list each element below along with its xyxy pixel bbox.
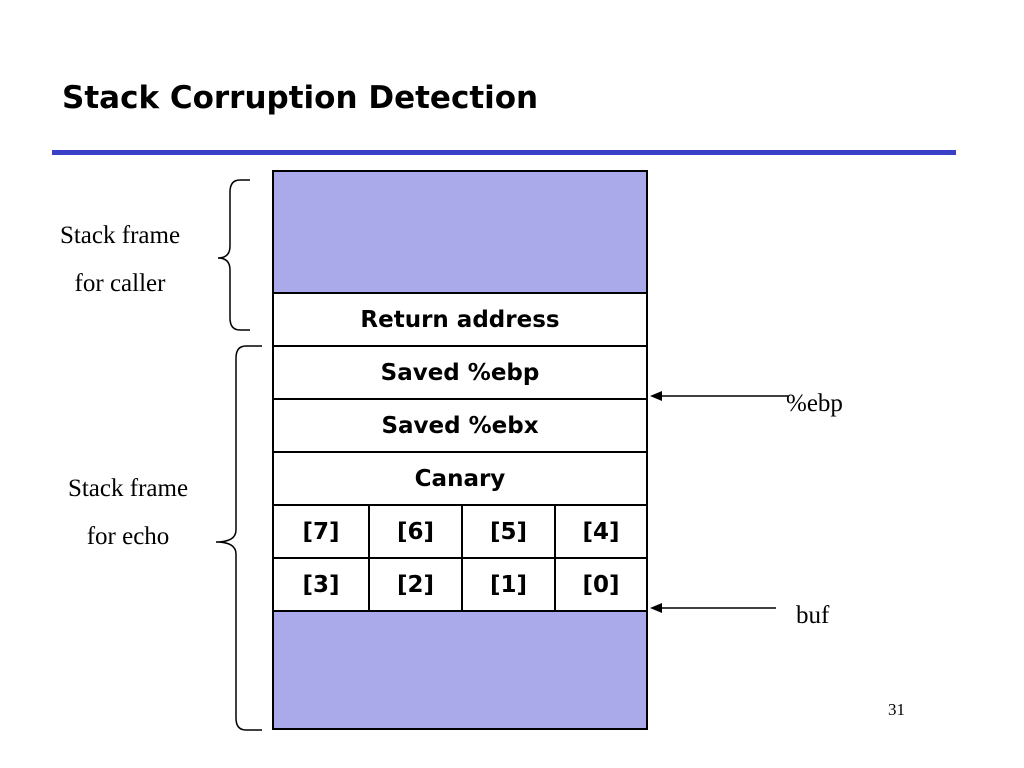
buf-arrowhead bbox=[650, 603, 662, 613]
buf-byte-1: [1] bbox=[461, 557, 554, 610]
buf-byte-4: [4] bbox=[554, 504, 646, 557]
buf-byte-3: [3] bbox=[274, 557, 368, 610]
echo-frame-brace bbox=[215, 345, 262, 731]
buf-byte-0: [0] bbox=[554, 557, 646, 610]
title-underline bbox=[52, 150, 956, 155]
caller-frame-region bbox=[274, 172, 646, 292]
ebp-arrowhead bbox=[650, 391, 662, 401]
return-address-slot: Return address bbox=[274, 292, 646, 345]
saved-ebx-slot: Saved %ebx bbox=[274, 398, 646, 451]
lower-stack-region bbox=[274, 610, 646, 728]
slide-title: Stack Corruption Detection bbox=[62, 80, 539, 116]
buf-byte-6: [6] bbox=[368, 504, 461, 557]
echo-frame-label-line1: Stack frame bbox=[67, 475, 189, 502]
buf-byte-5: [5] bbox=[461, 504, 554, 557]
saved-ebp-slot: Saved %ebp bbox=[274, 345, 646, 398]
buf-byte-2: [2] bbox=[368, 557, 461, 610]
ebp-pointer-label: %ebp bbox=[786, 390, 843, 417]
page-number: 31 bbox=[888, 700, 905, 719]
caller-frame-label-line2: for caller bbox=[74, 270, 166, 297]
buf-byte-7: [7] bbox=[274, 504, 368, 557]
caller-frame-label-line1: Stack frame bbox=[59, 222, 181, 249]
caller-frame-brace bbox=[217, 179, 250, 331]
canary-slot: Canary bbox=[274, 451, 646, 504]
buf-pointer-label: buf bbox=[796, 602, 830, 629]
stack-diagram: Return address Saved %ebp Saved %ebx Can… bbox=[272, 170, 648, 730]
echo-frame-label-line2: for echo bbox=[86, 523, 170, 550]
echo-frame-label: Stack frame for echo bbox=[38, 465, 218, 561]
caller-frame-label: Stack frame for caller bbox=[30, 212, 210, 308]
